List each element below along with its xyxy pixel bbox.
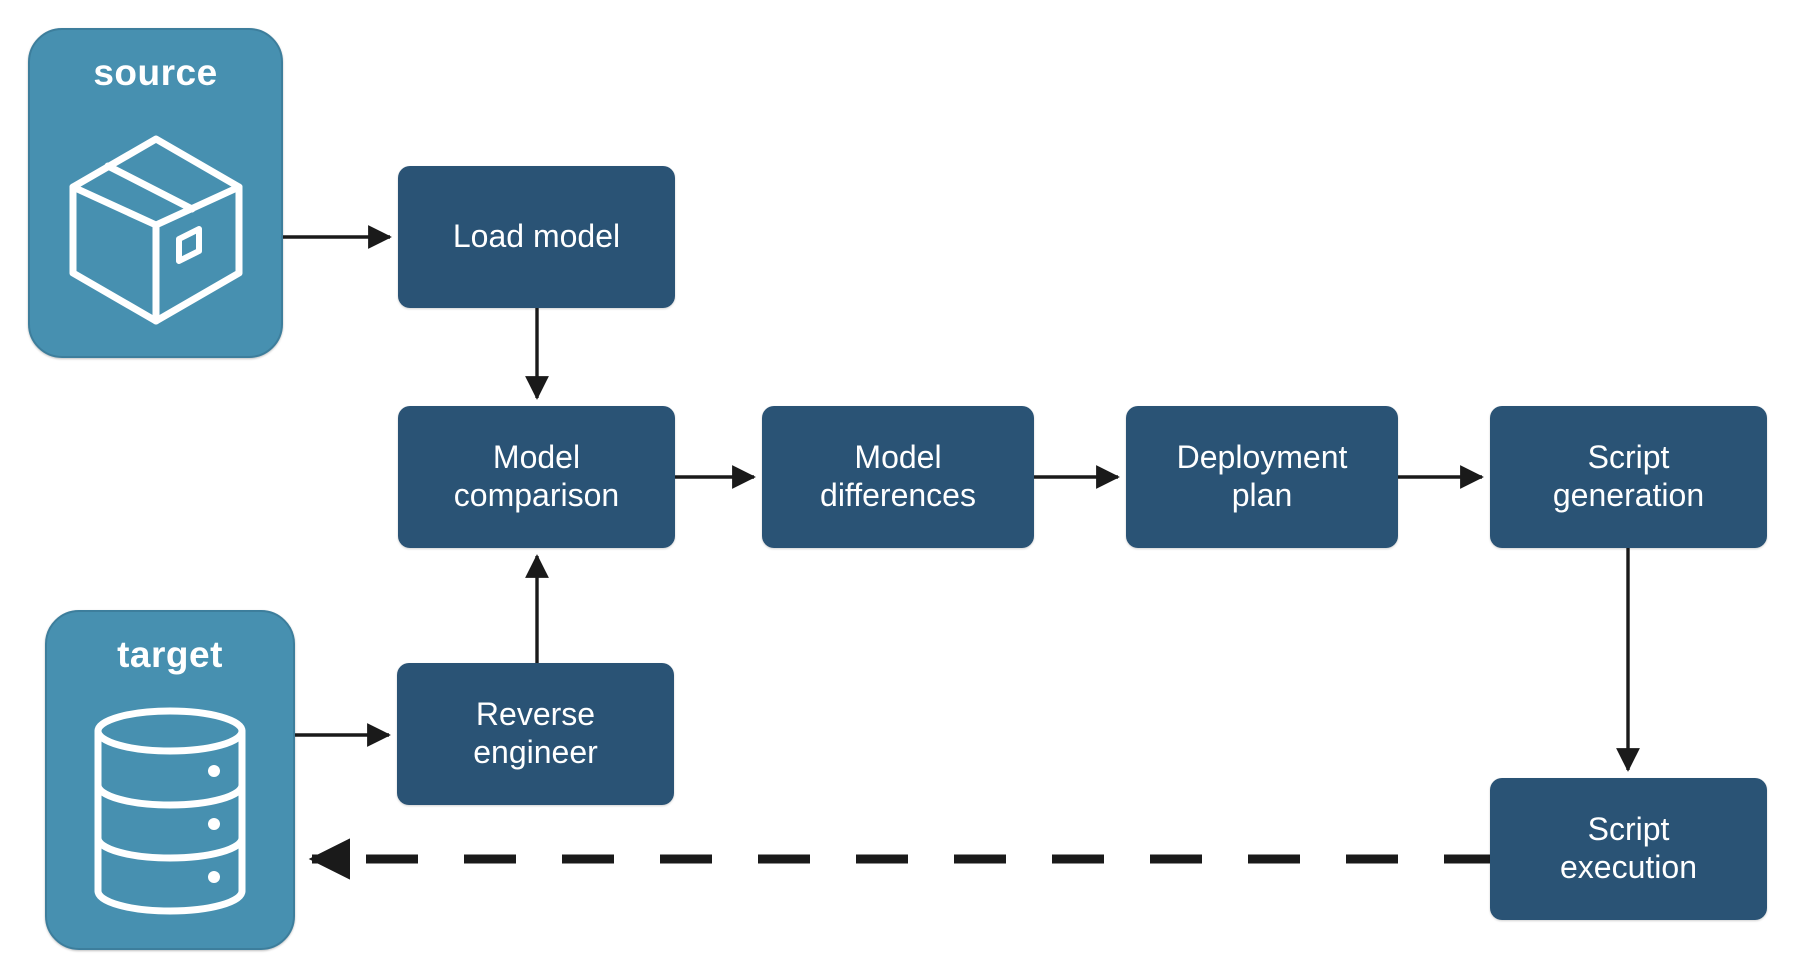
node-load-model[interactable]: Load model	[398, 166, 675, 308]
node-source[interactable]: source	[28, 28, 283, 358]
node-deployment-plan-label: Deployment plan	[1176, 439, 1348, 513]
node-target[interactable]: target	[45, 610, 295, 950]
node-target-label: target	[117, 634, 223, 675]
node-load-model-label: Load model	[452, 218, 621, 255]
package-box-icon	[30, 91, 281, 356]
node-script-generation[interactable]: Script generation	[1490, 406, 1767, 548]
node-model-comparison[interactable]: Model comparison	[398, 406, 675, 548]
node-source-label: source	[93, 52, 218, 93]
node-script-execution-label: Script execution	[1560, 811, 1697, 885]
node-reverse-engineer-label: Reverse engineer	[473, 696, 598, 770]
node-script-generation-label: Script generation	[1552, 439, 1705, 513]
node-model-differences-label: Model differences	[820, 439, 976, 513]
database-cylinder-icon	[47, 673, 293, 948]
node-deployment-plan[interactable]: Deployment plan	[1126, 406, 1398, 548]
node-model-differences[interactable]: Model differences	[762, 406, 1034, 548]
node-script-execution[interactable]: Script execution	[1490, 778, 1767, 920]
node-model-comparison-label: Model comparison	[453, 439, 620, 513]
node-reverse-engineer[interactable]: Reverse engineer	[397, 663, 674, 805]
